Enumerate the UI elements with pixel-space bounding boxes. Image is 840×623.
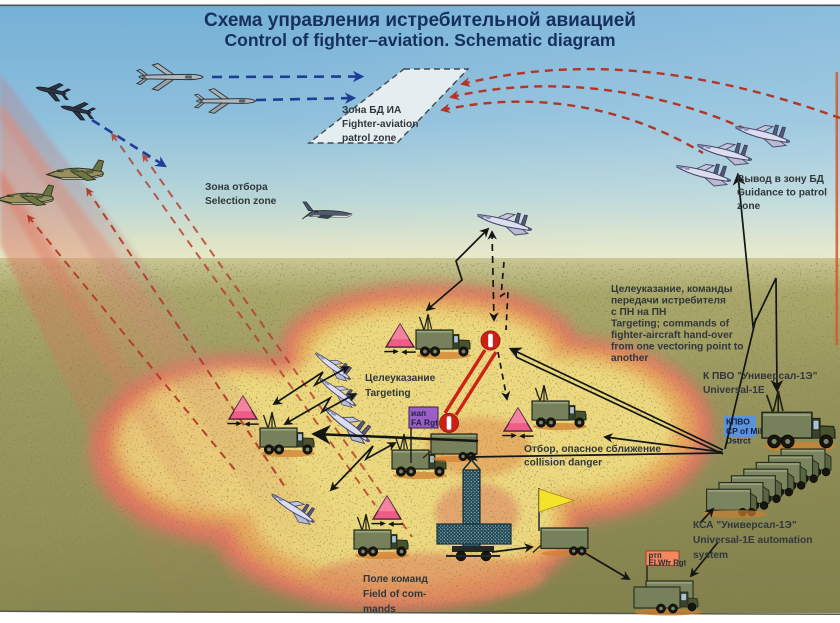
svg-text:Field of com-: Field of com- <box>363 589 426 600</box>
svg-text:Схема управления истребительно: Схема управления истребительной авиацией <box>204 10 636 31</box>
svg-text:another: another <box>611 353 648 364</box>
svg-text:Fighter-aviation: Fighter-aviation <box>342 119 418 130</box>
svg-text:Зона отбора: Зона отбора <box>205 181 268 193</box>
svg-text:mands: mands <box>363 604 396 615</box>
svg-text:FA Rgt: FA Rgt <box>411 418 438 428</box>
svg-text:Целеуказание: Целеуказание <box>365 373 436 384</box>
svg-text:Control of fighter–aviation. S: Control of fighter–aviation. Schematic d… <box>224 30 615 50</box>
svg-text:К ПВО "Универсал-1Э": К ПВО "Универсал-1Э" <box>703 371 818 382</box>
svg-text:collision danger: collision danger <box>524 458 602 469</box>
svg-text:Targeting: Targeting <box>365 388 411 399</box>
svg-text:передачи истребителя: передачи истребителя <box>611 295 726 307</box>
svg-text:Targeting; commands of: Targeting; commands of <box>611 319 730 330</box>
svg-text:zone: zone <box>737 201 761 212</box>
svg-text:Selection zone: Selection zone <box>205 196 277 207</box>
svg-text:Целеуказание, команды: Целеуказание, команды <box>611 284 732 295</box>
svg-text:Отбор, опасное сближение: Отбор, опасное сближение <box>524 443 661 455</box>
svg-text:иап: иап <box>411 408 426 418</box>
svg-text:Вывод в зону БД: Вывод в зону БД <box>737 174 825 185</box>
svg-text:ртп: ртп <box>649 551 662 560</box>
svg-text:Поле команд: Поле команд <box>363 574 428 585</box>
svg-text:КПВО: КПВО <box>726 417 750 427</box>
svg-text:Dstrct: Dstrct <box>726 436 751 446</box>
svg-text:с ПН на ПН: с ПН на ПН <box>611 307 666 318</box>
svg-text:CP of Mil: CP of Mil <box>726 426 762 436</box>
svg-text:patrol zone: patrol zone <box>342 133 397 144</box>
svg-text:Universal-1E: Universal-1E <box>703 385 765 396</box>
svg-text:fighter-aircraft hand-over: fighter-aircraft hand-over <box>611 330 733 341</box>
svg-text:Guidance to patrol: Guidance to patrol <box>737 188 827 199</box>
svg-text:КСА "Универсал-1Э": КСА "Универсал-1Э" <box>693 520 797 531</box>
svg-text:from one vectoring point to: from one vectoring point to <box>611 342 743 353</box>
svg-text:system: system <box>693 550 728 561</box>
svg-text:ELWfr Rgt: ELWfr Rgt <box>649 559 687 568</box>
svg-text:Universal-1E automation: Universal-1E automation <box>693 535 812 546</box>
svg-text:Зона БД ИА: Зона БД ИА <box>342 105 402 116</box>
